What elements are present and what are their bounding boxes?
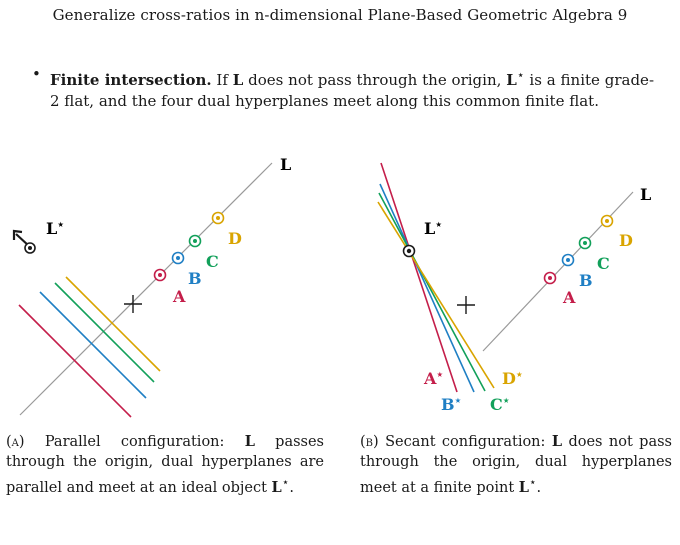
origin-cross-a: [124, 295, 142, 313]
caption-a-text: Parallel configuration:: [24, 434, 245, 450]
caption-b-text: Secant configuration:: [378, 434, 552, 450]
caption-a-text: passes through the origin, dual hyperpla…: [6, 434, 324, 496]
caption-a-star: ⋆: [281, 475, 290, 489]
bullet-Lstar: L: [506, 71, 517, 89]
bullet-text: Finite intersection. If L does not pass …: [34, 64, 654, 112]
label-Dstar-b: D⋆: [502, 368, 523, 388]
dual-line-A-a: [18, 304, 132, 418]
point-C-a: [188, 234, 202, 248]
label-D-a: D: [228, 229, 242, 248]
caption-a-end: .: [289, 479, 294, 496]
bullet-text-part: does not pass through the origin,: [243, 71, 507, 89]
point-D-b: [600, 214, 614, 228]
bullet-item-finite-intersection: • Finite intersection. If L does not pas…: [32, 64, 654, 112]
point-A-b: [543, 271, 557, 285]
caption-a: (a) Parallel configuration: L passes thr…: [6, 432, 324, 498]
label-D-b: D: [619, 231, 633, 250]
caption-b-text: does not pass through the origin, dual h…: [360, 434, 672, 496]
label-Lstar-a: L⋆: [46, 218, 64, 238]
dual-line-C-b: [378, 192, 486, 392]
caption-b-Lstar: L: [518, 478, 529, 496]
figure-a: L A B C D: [12, 155, 291, 418]
label-B-b: B: [579, 271, 593, 290]
ideal-point-Lstar-a: [12, 229, 36, 254]
label-C-a: C: [206, 252, 219, 271]
dual-line-B-b: [379, 183, 475, 393]
running-title: Generalize cross-ratios in n-dimensional…: [52, 6, 613, 24]
caption-b-end: .: [536, 479, 542, 496]
bullet-text-part: is a finite grade-2 flat, and the four d…: [50, 71, 655, 110]
caption-a-tag: (a): [6, 434, 25, 450]
caption-b-tag: (b): [360, 434, 379, 450]
label-L-a: L: [280, 155, 291, 174]
bullet-term: Finite intersection.: [50, 71, 212, 89]
dual-line-C-a: [54, 282, 155, 383]
label-A-a: A: [172, 287, 186, 306]
point-B-a: [171, 251, 185, 265]
dual-line-D-b: [377, 201, 495, 389]
bullet-text-part: If: [211, 71, 233, 89]
line-L-a: [19, 162, 273, 416]
label-B-a: B: [188, 269, 202, 288]
dual-line-D-a: [65, 276, 161, 372]
finite-point-Lstar-b: [402, 244, 416, 258]
point-B-b: [561, 253, 575, 267]
label-C-b: C: [597, 254, 610, 273]
bullet-star: ⋆: [516, 67, 525, 82]
origin-cross-b: [457, 296, 475, 314]
label-Cstar-b: C⋆: [490, 394, 510, 414]
caption-a-L: L: [244, 433, 255, 450]
label-Bstar-b: B⋆: [441, 394, 462, 414]
label-L-b: L: [640, 185, 651, 204]
bullet-marker: •: [32, 65, 41, 83]
point-D-a: [211, 211, 225, 225]
caption-b-star: ⋆: [528, 475, 537, 489]
point-A-a: [153, 268, 167, 282]
dual-line-B-a: [39, 291, 147, 399]
running-header: Generalize cross-ratios in n-dimensional…: [0, 6, 680, 24]
caption-a-Lstar: L: [271, 478, 282, 496]
label-A-b: A: [562, 288, 576, 307]
point-C-b: [578, 236, 592, 250]
figure-b: L L⋆: [377, 162, 651, 414]
caption-b: (b) Secant configuration: L does not pas…: [360, 432, 672, 498]
page-number: 9: [617, 6, 628, 24]
dual-line-A-b: [380, 162, 458, 393]
bullet-L: L: [232, 71, 244, 89]
label-Astar-b: A⋆: [423, 368, 443, 388]
caption-b-L: L: [551, 433, 563, 450]
label-Lstar-b: L⋆: [424, 218, 442, 238]
